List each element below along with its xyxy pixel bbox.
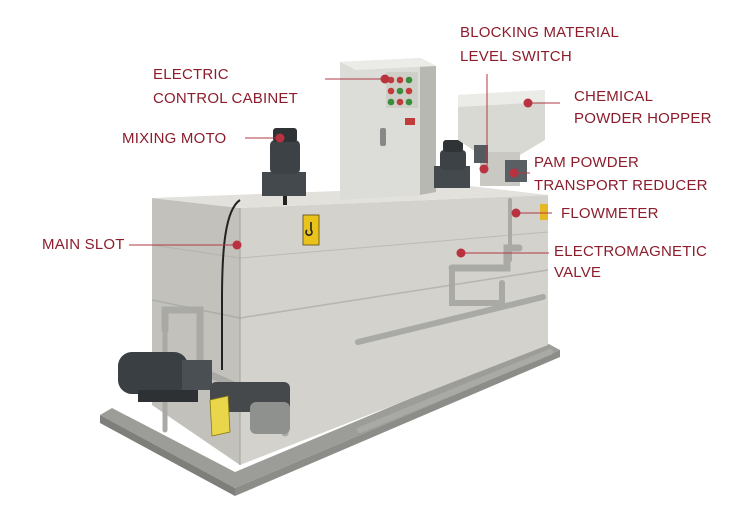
leader-lines: [129, 74, 560, 254]
flowmeter-body: [540, 204, 548, 220]
hook-warning-icon: [302, 214, 320, 246]
label-mixing-motor: MIXING MOTO: [122, 130, 227, 147]
marker-dots: [232, 74, 533, 258]
label-electromagnetic-line1: ELECTROMAGNETIC: [554, 243, 708, 260]
label-flowmeter: FLOWMETER: [561, 205, 659, 222]
dosing-pump: [118, 352, 290, 434]
label-chemical-line2: POWDER HOPPER: [574, 110, 712, 127]
label-electric-line2: CONTROL CABINET: [153, 90, 298, 107]
label-blocking-material-line2: LEVEL SWITCH: [460, 48, 572, 65]
control-cabinet: [340, 58, 436, 200]
electric-warning-icon: [209, 395, 231, 437]
label-electric-line1: ELECTRIC: [153, 66, 229, 83]
power-cable: [221, 199, 241, 370]
label-chemical-line1: CHEMICAL: [574, 88, 654, 105]
label-electromagnetic-line2: VALVE: [554, 264, 602, 281]
mixing-motor-left: [262, 128, 306, 205]
label-blocking-material-line1: BLOCKING MATERIAL: [460, 24, 619, 41]
label-pam-line2: TRANSPORT REDUCER: [534, 177, 708, 194]
label-pam-line1: PAM POWDER: [534, 154, 640, 171]
label-main-slot: MAIN SLOT: [42, 236, 125, 253]
mixing-motor-right: [434, 140, 470, 188]
